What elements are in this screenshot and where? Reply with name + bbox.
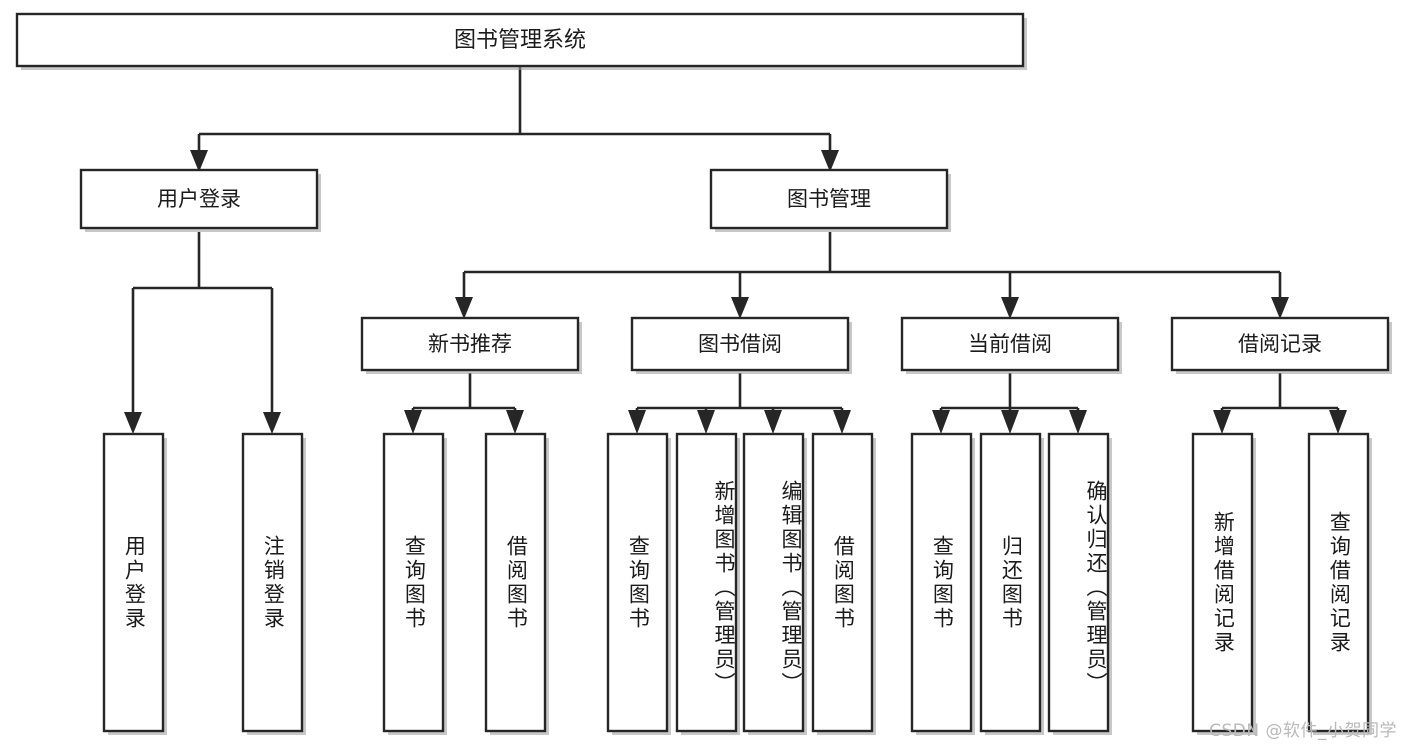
node-book-management[interactable]: 图书管理 (709, 168, 951, 232)
box-outline (630, 316, 850, 372)
leaf-current-3[interactable] (1047, 432, 1112, 735)
arrow-head-icon (263, 412, 281, 434)
leaf-record-2[interactable] (1307, 432, 1372, 735)
arrow-head-icon (1001, 410, 1019, 434)
box-outline (1307, 432, 1370, 733)
box-outline (1191, 432, 1254, 733)
arrow-head-icon (1069, 410, 1087, 434)
leaf-user-login-2[interactable] (241, 432, 306, 735)
box-outline (102, 432, 165, 733)
arrow-head-icon (628, 410, 646, 434)
arrow-head-icon (1271, 297, 1289, 319)
arrow-head-icon (731, 297, 749, 319)
box-outline (484, 432, 547, 733)
arrow-head-icon (1001, 297, 1019, 319)
node-root[interactable]: 图书管理系统 (15, 12, 1027, 70)
arrow-head-icon (697, 410, 715, 434)
box-outline (241, 432, 304, 733)
leaf-current-1[interactable] (910, 432, 975, 735)
box-outline (675, 432, 738, 733)
leaf-borrow-4[interactable] (811, 432, 876, 735)
node-book-management-label: 图书管理 (787, 187, 871, 211)
node-user-login-label: 用户登录 (157, 187, 241, 211)
box-outline (606, 432, 669, 733)
node-new-book-recommend[interactable]: 新书推荐 (360, 316, 582, 374)
leaf-current-2[interactable] (979, 432, 1044, 735)
box-outline (382, 432, 445, 733)
box-outline (811, 432, 874, 733)
box-outline (1047, 432, 1110, 733)
box-outline (709, 168, 949, 230)
arrow-head-icon (455, 297, 473, 319)
leaf-user-login-1[interactable] (102, 432, 167, 735)
node-current-borrow[interactable]: 当前借阅 (900, 316, 1122, 374)
arrow-head-icon (124, 412, 142, 434)
node-book-borrow[interactable]: 图书借阅 (630, 316, 852, 374)
arrow-head-icon (833, 410, 851, 434)
leaf-recommend-1[interactable] (382, 432, 447, 735)
node-borrow-record[interactable]: 借阅记录 (1170, 316, 1392, 374)
node-current-borrow-label: 当前借阅 (968, 332, 1052, 356)
arrow-head-icon (1213, 410, 1231, 434)
connector-layer (124, 66, 1347, 434)
box-outline (979, 432, 1042, 733)
node-book-borrow-label: 图书借阅 (698, 332, 782, 356)
csdn-watermark: CSDN @软件_小贺同学 (1209, 721, 1397, 741)
arrow-head-icon (932, 410, 950, 434)
arrow-head-icon (1329, 410, 1347, 434)
box-outline (360, 316, 580, 372)
box-outline (910, 432, 973, 733)
box-outline (742, 432, 805, 733)
node-borrow-record-label: 借阅记录 (1238, 332, 1322, 356)
node-root-label: 图书管理系统 (454, 28, 586, 53)
arrow-head-icon (506, 410, 524, 434)
arrow-head-icon (190, 150, 208, 172)
node-user-login[interactable]: 用户登录 (79, 168, 321, 232)
arrow-head-icon (764, 410, 782, 434)
leaf-recommend-2[interactable] (484, 432, 549, 735)
leaf-record-1[interactable] (1191, 432, 1256, 735)
leaf-borrow-1[interactable] (606, 432, 671, 735)
box-outline (15, 12, 1025, 68)
leaf-borrow-2[interactable] (675, 432, 740, 735)
box-outline (900, 316, 1120, 372)
arrow-head-icon (821, 150, 839, 172)
leaf-borrow-3[interactable] (742, 432, 807, 735)
node-new-book-recommend-label: 新书推荐 (428, 332, 512, 356)
box-outline (1170, 316, 1390, 372)
arrow-head-icon (404, 410, 422, 434)
box-outline (79, 168, 319, 230)
